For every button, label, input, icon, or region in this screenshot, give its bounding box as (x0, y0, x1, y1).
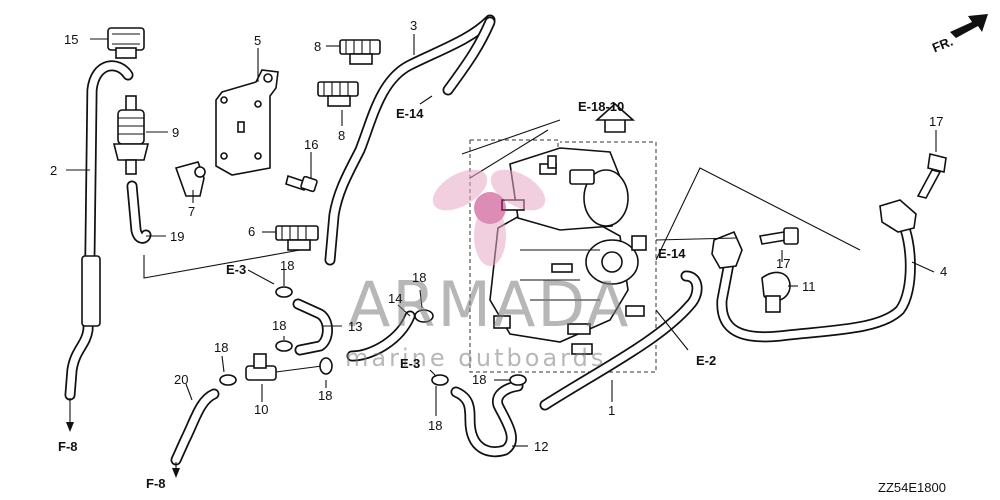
callout-14: 14 (388, 291, 402, 306)
clip-part-11 (761, 271, 791, 313)
callout-8-top: 8 (314, 39, 321, 54)
propeller-logo-icon (432, 169, 546, 266)
hose-part-1 (539, 270, 703, 411)
bolt-part-16 (285, 174, 318, 193)
callout-10: 10 (254, 402, 268, 417)
callout-7: 7 (188, 204, 195, 219)
callout-18-d: 18 (318, 388, 332, 403)
callout-12: 12 (534, 439, 548, 454)
fuel-filter-part-9 (112, 95, 150, 175)
hose-part-19 (126, 180, 152, 244)
watermark-brand: ARMADA (348, 268, 630, 341)
callout-18-a: 18 (280, 258, 294, 273)
clip-part-8-bottom (317, 81, 359, 107)
ref-e14-right: E-14 (658, 246, 686, 261)
leader-lines (66, 34, 937, 447)
hose-part-2 (64, 60, 134, 432)
clamp-part-18 (219, 286, 527, 386)
front-label: FR. (930, 34, 955, 56)
callout-18-b: 18 (272, 318, 286, 333)
ref-f8-bottom: F-8 (146, 476, 166, 491)
clip-part-7 (174, 161, 206, 197)
callout-3: 3 (410, 18, 417, 33)
hose-part-14 (346, 310, 416, 362)
ref-e3-left: E-3 (226, 262, 246, 277)
bolt-part-17-lower (759, 227, 799, 245)
ref-e2: E-2 (696, 353, 716, 368)
callout-13: 13 (348, 319, 362, 334)
callout-20: 20 (174, 372, 188, 387)
hose-part-20 (170, 388, 220, 478)
ref-e3-center: E-3 (400, 356, 420, 371)
callout-2: 2 (50, 163, 57, 178)
callout-9: 9 (172, 125, 179, 140)
clip-part-6 (275, 225, 319, 251)
callouts: 15 2 9 7 19 5 16 6 8 8 3 17 17 4 11 18 1… (50, 18, 947, 454)
hose-part-4 (711, 199, 917, 343)
diagram-code: ZZ54E1800 (878, 480, 946, 495)
callout-1: 1 (608, 403, 615, 418)
ref-e18-10: E-18-10 (578, 99, 624, 114)
callout-18-g: 18 (472, 372, 486, 387)
callout-16: 16 (304, 137, 318, 152)
callout-17-upper: 17 (929, 114, 943, 129)
watermark: ARMADA marine outboards (345, 169, 630, 372)
clip-part-15 (107, 27, 145, 59)
hose-part-12 (450, 380, 524, 458)
ref-e14-upper: E-14 (396, 106, 424, 121)
hose-part-3 (324, 14, 496, 266)
bracket-part-5 (215, 69, 279, 176)
callout-6: 6 (248, 224, 255, 239)
reference-labels: E-14 E-18-10 E-14 E-3 E-3 E-2 F-8 F-8 (58, 99, 716, 491)
callout-15: 15 (64, 32, 78, 47)
valve-part-10 (245, 353, 323, 381)
callout-19: 19 (170, 229, 184, 244)
callout-17-lower: 17 (776, 256, 790, 271)
up-arrow-icon (594, 102, 636, 133)
callout-18-c: 18 (214, 340, 228, 355)
clip-part-8-top (339, 39, 381, 65)
callout-18-e: 18 (412, 270, 426, 285)
callout-4: 4 (940, 264, 947, 279)
hose-part-13 (292, 298, 333, 356)
callout-11: 11 (802, 279, 816, 294)
callout-5: 5 (254, 33, 261, 48)
callout-8-bottom: 8 (338, 128, 345, 143)
bolt-part-17-upper (916, 153, 947, 199)
front-direction-arrow-icon (950, 14, 988, 38)
ref-f8-left: F-8 (58, 439, 78, 454)
callout-18-f: 18 (428, 418, 442, 433)
watermark-tagline: marine outboards (345, 344, 606, 372)
